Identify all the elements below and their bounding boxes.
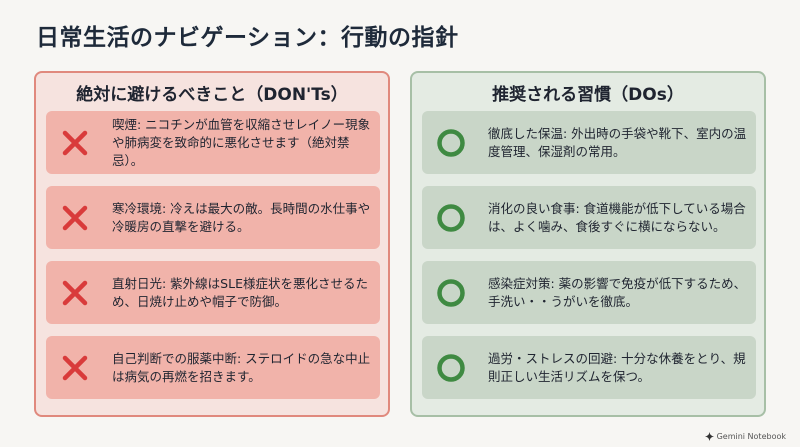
- dont-item-text: 直射日光: 紫外線はSLE様症状を悪化させるため、日焼け止めや帽子で防御。: [112, 275, 368, 309]
- circle-icon: [437, 353, 465, 382]
- donts-panel: 絶対に避けるべきこと（DON'Ts） 喫煙: ニコチンが血管を収縮させレイノー現…: [34, 71, 390, 417]
- do-item: 消化の良い食事: 食道機能が低下している場合は、よく噛み、食後すぐに横にならない…: [422, 186, 756, 249]
- dont-item: 寒冷環境: 冷えは最大の敵。長時間の水仕事や冷暖房の直撃を避ける。: [46, 186, 380, 249]
- cross-icon: [62, 355, 88, 380]
- dos-heading: 推奨される習慣（DOs）: [492, 85, 684, 105]
- circle-icon: [437, 203, 465, 232]
- dont-item-text: 喫煙: ニコチンが血管を収縮させレイノー現象や肺病変を致命的に悪化させます（絶対…: [112, 116, 371, 168]
- do-item: 過労・ストレスの回避: 十分な休養をとり、規則正しい生活リズムを保つ。: [422, 336, 756, 399]
- dont-item: 直射日光: 紫外線はSLE様症状を悪化させるため、日焼け止めや帽子で防御。: [46, 261, 380, 324]
- dont-item-text: 寒冷環境: 冷えは最大の敵。長時間の水仕事や冷暖房の直撃を避ける。: [112, 200, 371, 234]
- do-item-text: 過労・ストレスの回避: 十分な休養をとり、規則正しい生活リズムを保つ。: [488, 350, 746, 384]
- do-item-text: 感染症対策: 薬の影響で免疫が低下するため、手洗い・・うがいを徹底。: [488, 275, 747, 309]
- footer-label: Gemini Notebook: [716, 432, 786, 441]
- do-item: 徹底した保温: 外出時の手袋や靴下、室内の温度管理、保湿剤の常用。: [422, 111, 756, 174]
- cross-icon: [62, 280, 88, 305]
- dont-item: 喫煙: ニコチンが血管を収縮させレイノー現象や肺病変を致命的に悪化させます（絶対…: [46, 111, 380, 174]
- cross-icon: [62, 130, 88, 155]
- donts-heading: 絶対に避けるべきこと（DON'Ts）: [76, 85, 348, 105]
- dont-item-text: 自己判断での服薬中断: ステロイドの急な中止は病気の再燃を招きます。: [112, 350, 371, 384]
- do-item-text: 徹底した保温: 外出時の手袋や靴下、室内の温度管理、保湿剤の常用。: [488, 125, 747, 159]
- do-item: 感染症対策: 薬の影響で免疫が低下するため、手洗い・・うがいを徹底。: [422, 261, 756, 324]
- dont-item: 自己判断での服薬中断: ステロイドの急な中止は病気の再燃を招きます。: [46, 336, 380, 399]
- sparkle-icon: [704, 432, 714, 441]
- footer-brand: Gemini Notebook: [704, 432, 786, 441]
- circle-icon: [437, 128, 465, 157]
- cross-icon: [62, 205, 88, 230]
- dos-panel: 推奨される習慣（DOs） 徹底した保温: 外出時の手袋や靴下、室内の温度管理、保…: [410, 71, 766, 417]
- page-title: 日常生活のナビゲーション：行動の指針: [36, 25, 459, 51]
- do-item-text: 消化の良い食事: 食道機能が低下している場合は、よく噛み、食後すぐに横にならない…: [488, 200, 746, 234]
- circle-icon: [437, 278, 465, 307]
